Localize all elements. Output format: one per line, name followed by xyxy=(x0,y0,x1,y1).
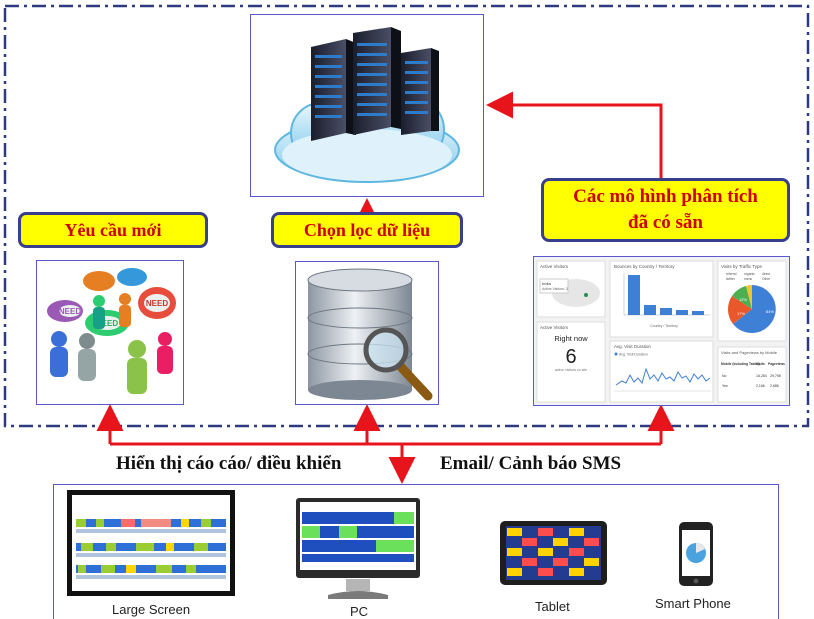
report-display-label: Hiển thị cáo cáo/ điều khiển xyxy=(116,453,342,474)
legend-organic: organic xyxy=(744,272,755,276)
mobile-header-device: Mobile (Including Tablet) xyxy=(721,362,760,366)
widget-right-now-label: Right now xyxy=(554,334,588,343)
widget-bounces-axis: Country / Territory xyxy=(650,324,678,328)
people-speech-icon: NEED NEED NEED xyxy=(47,268,176,394)
widget-visitor-count: 6 xyxy=(565,346,576,368)
tablet-label: Tablet xyxy=(535,599,570,614)
widget-map-label: India xyxy=(542,281,551,286)
analytics-dashboard-panel: Active Visitors India Active Visitors: 3… xyxy=(533,256,790,406)
new-request-text: Yêu cầu mới xyxy=(64,220,162,240)
need-badge-3: NEED xyxy=(96,319,118,328)
legend-referral: referral xyxy=(726,272,737,276)
database-search-icon xyxy=(307,268,433,401)
widget-right-now-title: Active Visitors xyxy=(540,325,569,330)
database-panel xyxy=(295,261,439,405)
large-screen-label: Large Screen xyxy=(112,602,191,617)
analysis-models-line1: Các mô hình phân tích xyxy=(573,186,758,207)
label-analysis-models: Các mô hình phân tích đã có sẵn xyxy=(541,178,790,242)
mobile-row2-visits: 2,166 xyxy=(756,384,765,388)
widget-visitor-sub: active visitors on site xyxy=(555,368,587,372)
legend-other: Other xyxy=(762,277,771,281)
smart-phone-label: Smart Phone xyxy=(655,596,731,611)
mobile-row1-pageviews: 29,798 xyxy=(770,374,781,378)
need-badge-1: NEED xyxy=(59,307,81,316)
widget-mobile-title: Visits and Pageviews by Mobile xyxy=(721,350,778,355)
widget-active-visitors-title: Active Visitors xyxy=(540,264,569,269)
pc-label: PC xyxy=(350,604,369,619)
mobile-header-pageviews: Pageviews xyxy=(768,362,785,366)
widget-bounces-title: Bounces by Country / Territory xyxy=(614,264,675,269)
smart-phone-icon xyxy=(679,522,713,586)
mobile-row2-pageviews: 2,686 xyxy=(770,384,779,388)
label-data-filter: Chọn lọc dữ liệu xyxy=(271,212,463,248)
pie-label-3: 12% xyxy=(739,297,747,302)
widget-duration-legend: Avg. Visit Duration xyxy=(619,353,648,357)
data-filter-text: Chọn lọc dữ liệu xyxy=(303,220,431,240)
widget-traffic-title: Visits by Traffic Type xyxy=(721,264,763,269)
widget-map-sub: Active Visitors: 3 xyxy=(542,287,568,291)
mobile-row1-device: No xyxy=(722,374,727,378)
tablet-icon xyxy=(500,521,607,585)
mobile-header-visits: Visits xyxy=(756,362,765,366)
pc-icon xyxy=(296,498,420,599)
pie-label-2: 17% xyxy=(737,311,745,316)
legend-menu: menu xyxy=(744,277,752,281)
email-sms-label: Email/ Cảnh báo SMS xyxy=(440,453,622,474)
server-cloud-icon xyxy=(274,27,460,183)
large-screen-icon xyxy=(67,490,235,596)
mobile-row1-visits: 16,284 xyxy=(756,374,767,378)
people-panel: NEED NEED NEED xyxy=(36,260,184,405)
devices-panel: Large Screen PC Tablet xyxy=(53,484,779,619)
analytics-dashboard: Active Visitors India Active Visitors: 3… xyxy=(536,260,787,403)
widget-duration-title: Avg. Visit Duration xyxy=(614,344,651,349)
legend-direct: direct xyxy=(762,272,770,276)
mobile-row2-device: Yes xyxy=(722,384,728,388)
server-cloud-panel xyxy=(250,14,484,197)
label-new-request: Yêu cầu mới xyxy=(18,212,208,248)
analysis-models-line2: đã có sẵn xyxy=(628,212,703,233)
pie-label-1: 64% xyxy=(766,309,774,314)
need-badge-2: NEED xyxy=(146,299,168,308)
legend-twitter: twitter xyxy=(726,277,736,281)
